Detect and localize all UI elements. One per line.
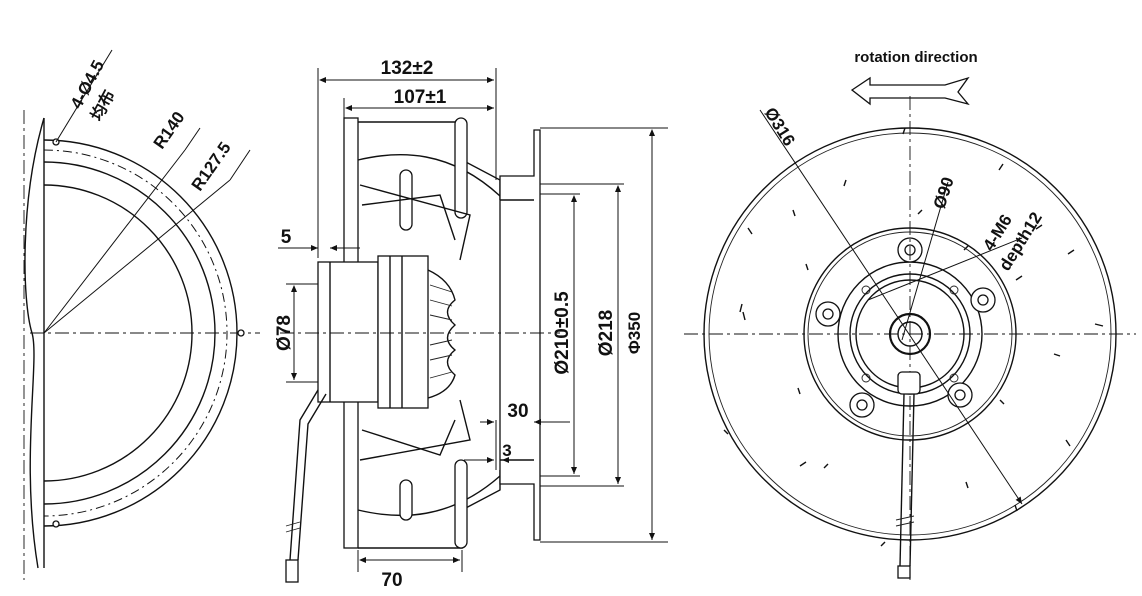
r1275-label: R127.5 <box>188 138 235 194</box>
impeller-diameter-label: Φ350 <box>625 312 644 354</box>
flange-partial-view: 4-Ø4.5 均布 R140 R127.5 <box>23 49 260 580</box>
r140-label: R140 <box>150 108 189 152</box>
cable-end <box>285 559 299 583</box>
blade-slot <box>880 541 886 547</box>
boss-right-bottom-hole <box>954 389 966 401</box>
cable-top <box>289 389 319 561</box>
blade-slot-4 <box>454 459 468 549</box>
fan-front-view: rotation direction <box>684 49 1136 580</box>
blade-slot <box>792 209 796 217</box>
boss-right-top-hole <box>977 294 989 306</box>
impeller-length-label: 107±1 <box>394 87 447 108</box>
motor-fins <box>427 269 457 399</box>
cable-bottom <box>297 393 327 561</box>
bolt-circle-arc <box>43 149 228 517</box>
fan-side-view: 132±2 107±1 <box>274 58 668 591</box>
blade-slot <box>998 163 1004 171</box>
blade-slot <box>747 227 753 235</box>
shaft-circle-label: Ø90 <box>930 175 958 211</box>
fin-lines <box>429 284 453 379</box>
shroud-curve-top <box>357 153 501 197</box>
blade-slot <box>963 245 969 251</box>
front-cable-break <box>895 515 915 527</box>
blade-slot <box>999 399 1005 405</box>
blade-slot <box>1053 353 1061 357</box>
blade-slot <box>917 209 923 215</box>
thread-hole-1 <box>861 285 871 295</box>
blade-bottom <box>358 470 501 549</box>
break-curve <box>24 117 45 569</box>
lip-label: 3 <box>502 441 511 460</box>
blade-slot <box>805 263 809 271</box>
r140-ext <box>184 127 201 151</box>
r1275-ext <box>229 149 251 181</box>
hole-leader <box>55 49 113 143</box>
bolt-hole-bottom <box>52 520 60 528</box>
blade-slots <box>723 127 1104 547</box>
front-cable-end <box>897 565 911 579</box>
motor-body <box>377 255 429 409</box>
flange-offset-label: 5 <box>281 227 292 248</box>
dim-316-line <box>759 109 1023 505</box>
blade-slot-3 <box>399 479 413 521</box>
bolt-circle-label: Ø316 <box>761 104 799 149</box>
ring-diameter-label: Ø218 <box>596 310 617 356</box>
blade-slot <box>823 463 829 469</box>
motor-flange <box>317 261 379 403</box>
cable-break <box>285 521 301 533</box>
inlet-diameter-label: Ø210±0.5 <box>552 291 573 375</box>
blade-slot <box>1015 275 1023 281</box>
blade-slot <box>739 303 743 313</box>
blade-slot <box>843 179 847 187</box>
overall-length-label: 132±2 <box>381 58 434 79</box>
thread-hole-3 <box>949 373 959 383</box>
cable-gland <box>897 371 921 395</box>
blade-slot <box>1067 249 1075 255</box>
blade-slot <box>902 127 906 135</box>
shroud-curve-bottom <box>357 475 501 517</box>
rotation-arrow-icon <box>850 76 970 106</box>
blade-edge-c <box>359 399 471 461</box>
thread-hole-2 <box>949 285 959 295</box>
thread-hole-4 <box>861 373 871 383</box>
cable-line-2 <box>909 393 915 567</box>
thread-leader <box>867 237 1023 301</box>
blade-slot <box>965 481 969 489</box>
cable-line-1 <box>899 393 905 567</box>
rotation-label: rotation direction <box>854 49 977 66</box>
blade-slot <box>797 387 801 395</box>
blade-slot <box>1014 504 1018 512</box>
boss-left-bottom-hole <box>856 399 868 411</box>
r1275-line <box>43 179 231 334</box>
dim-90-line <box>901 181 949 341</box>
blade-slot-2 <box>454 117 468 219</box>
bolt-hole-right <box>237 329 245 337</box>
blade-top <box>358 121 501 200</box>
r140-line <box>43 149 186 334</box>
blade-edge-b <box>361 194 456 241</box>
inlet-depth-label: 30 <box>507 401 528 422</box>
blade-slot <box>1094 323 1104 327</box>
motor-width-label: 70 <box>381 570 402 591</box>
blade-slot <box>742 311 746 321</box>
blade-edge-a <box>359 184 471 261</box>
blade-edge-d <box>361 419 456 456</box>
blade-slot <box>723 429 729 435</box>
boss-left-hole <box>822 308 834 320</box>
blade-slot <box>1035 224 1043 230</box>
hub-diameter-label: Ø78 <box>274 315 295 351</box>
blade-slot <box>1065 439 1071 447</box>
inlet-ring <box>499 129 541 541</box>
blade-slot <box>799 461 807 467</box>
